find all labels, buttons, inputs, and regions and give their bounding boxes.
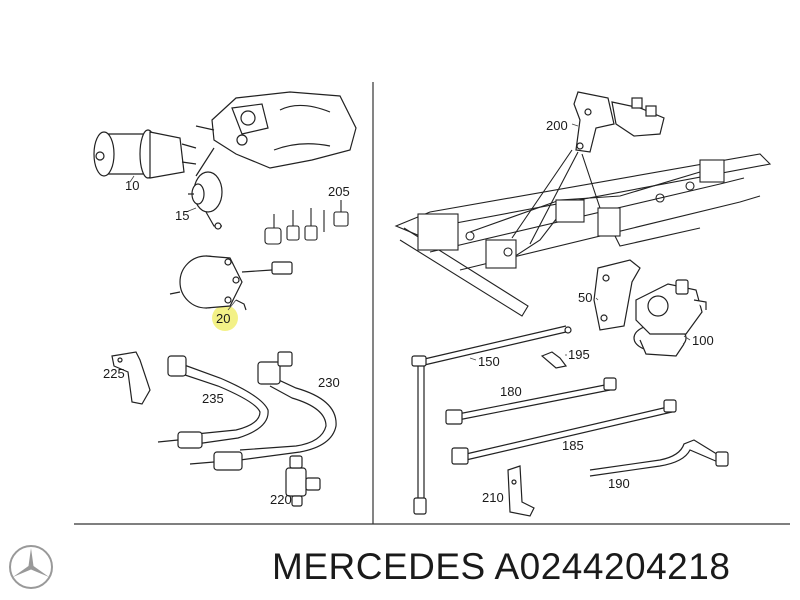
label-15: 15 [175,208,189,223]
label-195: 195 [568,347,590,362]
label-150: 150 [478,354,500,369]
part-230-brake-hose [189,351,337,471]
part-20-brake-cylinder [169,255,293,311]
part-180-brake-pipe [445,377,617,425]
label-205: 205 [328,184,350,199]
part-50-bracket-plate [593,259,641,331]
label-10: 10 [125,178,139,193]
diagram-frame [74,82,790,525]
brand-name: MERCEDES [272,546,486,587]
label-185: 185 [562,438,584,453]
part-225-bracket [111,351,151,405]
part-number: A0244204218 [494,546,731,587]
label-180: 180 [500,384,522,399]
part-190-brake-pipe [589,439,729,477]
part-10-spring-brake-cylinder [93,129,197,179]
part-185-brake-pipe [451,399,677,465]
label-50: 50 [578,290,592,305]
part-205-hardware-kit [264,200,349,245]
part-caption: MERCEDES A0244204218 [272,546,730,588]
label-225: 225 [103,366,125,381]
part-100-relay-valve [633,279,707,357]
label-200: 200 [546,118,568,133]
part-195-clip [540,351,568,369]
mercedes-star-icon [9,545,53,589]
leader-lines [129,123,691,361]
label-235: 235 [202,391,224,406]
part-235-brake-hose [157,355,269,449]
part-150-brake-pipe [411,325,572,515]
part-220-tee-fitting [285,455,321,507]
part-200-mounting-bracket [573,91,665,153]
brake-caliper-drawing [195,91,357,177]
part-20-highlight [212,305,238,331]
chassis-frame-drawing [394,149,772,317]
label-20: 20 [216,311,230,326]
label-210: 210 [482,490,504,505]
label-230: 230 [318,375,340,390]
label-220: 220 [270,492,292,507]
part-15-brake-chamber [188,171,223,230]
part-labels: 10 15 20 205 225 235 230 220 200 50 100 … [103,118,714,507]
label-190: 190 [608,476,630,491]
part-210-bracket [507,465,535,517]
label-100: 100 [692,333,714,348]
